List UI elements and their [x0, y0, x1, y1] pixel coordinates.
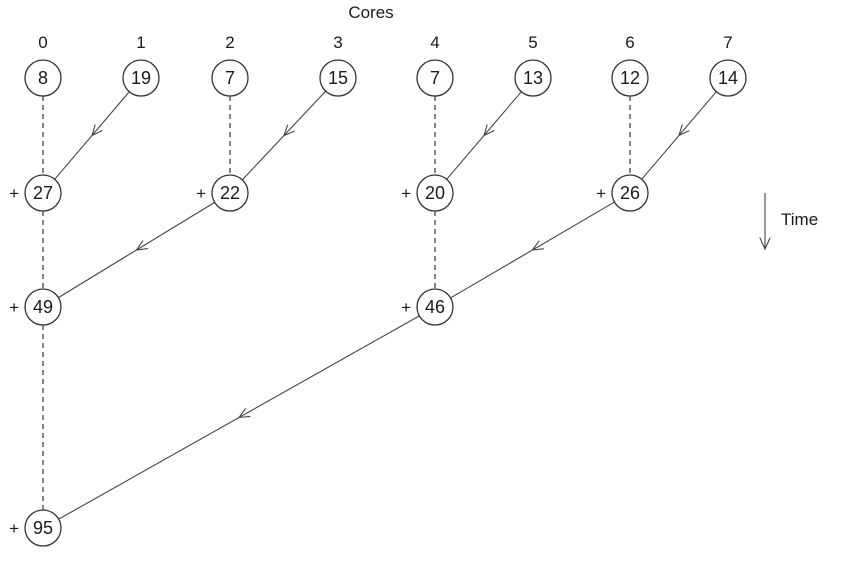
node-value: 22 [220, 183, 240, 203]
node-l0-n5: 13 [514, 59, 552, 97]
core-label-4: 4 [430, 33, 439, 52]
node-circle [709, 59, 747, 97]
node-value: 15 [328, 68, 348, 88]
node-l0-n1: 19 [122, 59, 160, 97]
node-l2-n0: 49 + [9, 288, 62, 326]
node-circle [416, 288, 454, 326]
arrow-icon-l1-n3 [678, 124, 690, 137]
node-circle [611, 59, 649, 97]
node-l0-n3: 15 [319, 59, 357, 97]
plus-sign: + [401, 184, 411, 203]
nodes: 8 19 7 15 7 13 12 14 27 +22 +20 +26 +49 +46 +95 + [9, 59, 747, 547]
node-l2-n1: 46 + [401, 288, 454, 326]
node-value: 27 [33, 183, 53, 203]
edges [42, 90, 717, 520]
node-circle [24, 59, 62, 97]
node-l0-n6: 12 [611, 59, 649, 97]
plus-sign: + [401, 298, 411, 317]
arrow-icon-l2-n1 [531, 240, 544, 251]
plus-sign: + [9, 519, 19, 538]
node-circle [211, 174, 249, 212]
time-indicator: Time [759, 193, 818, 251]
core-labels: 0 1 2 3 4 5 6 7 [38, 33, 732, 52]
node-circle [611, 174, 649, 212]
diagram-title: Cores [348, 3, 393, 22]
node-l1-n2: 20 + [401, 174, 454, 212]
plus-sign: + [9, 298, 19, 317]
node-l3-n0: 95 + [9, 509, 62, 547]
node-circle [24, 288, 62, 326]
node-value: 46 [425, 297, 445, 317]
node-value: 12 [620, 68, 640, 88]
core-label-7: 7 [723, 33, 732, 52]
node-value: 8 [38, 68, 48, 88]
arrow-icon-l1-n1 [283, 124, 295, 137]
node-value: 20 [425, 183, 445, 203]
core-label-0: 0 [38, 33, 47, 52]
core-label-6: 6 [625, 33, 634, 52]
node-circle [24, 174, 62, 212]
core-label-5: 5 [528, 33, 537, 52]
arrow-icon-l1-n0 [91, 124, 103, 137]
node-l0-n2: 7 [211, 59, 249, 97]
node-value: 19 [131, 68, 151, 88]
time-arrow-icon [759, 237, 771, 251]
node-value: 13 [523, 68, 543, 88]
arrow-icon-l2-n0 [135, 240, 148, 251]
plus-sign: + [9, 184, 19, 203]
core-label-3: 3 [333, 33, 342, 52]
arrow-icon-l1-n2 [483, 124, 495, 137]
node-value: 49 [33, 297, 53, 317]
core-label-2: 2 [225, 33, 234, 52]
node-circle [514, 59, 552, 97]
node-l1-n0: 27 + [9, 174, 62, 212]
core-label-1: 1 [136, 33, 145, 52]
node-l0-n7: 14 [709, 59, 747, 97]
node-circle [211, 59, 249, 97]
node-circle [416, 174, 454, 212]
node-circle [319, 59, 357, 97]
node-l1-n3: 26 + [596, 174, 649, 212]
node-l1-n1: 22 + [196, 174, 249, 212]
node-value: 95 [33, 518, 53, 538]
plus-sign: + [596, 184, 606, 203]
node-value: 7 [430, 68, 440, 88]
node-value: 14 [718, 68, 738, 88]
plus-sign: + [196, 184, 206, 203]
node-value: 7 [225, 68, 235, 88]
node-value: 26 [620, 183, 640, 203]
node-circle [24, 509, 62, 547]
node-circle [416, 59, 454, 97]
node-l0-n4: 7 [416, 59, 454, 97]
node-circle [122, 59, 160, 97]
time-label: Time [781, 210, 818, 229]
node-l0-n0: 8 [24, 59, 62, 97]
arrow-icon-l3-n0 [237, 408, 251, 419]
